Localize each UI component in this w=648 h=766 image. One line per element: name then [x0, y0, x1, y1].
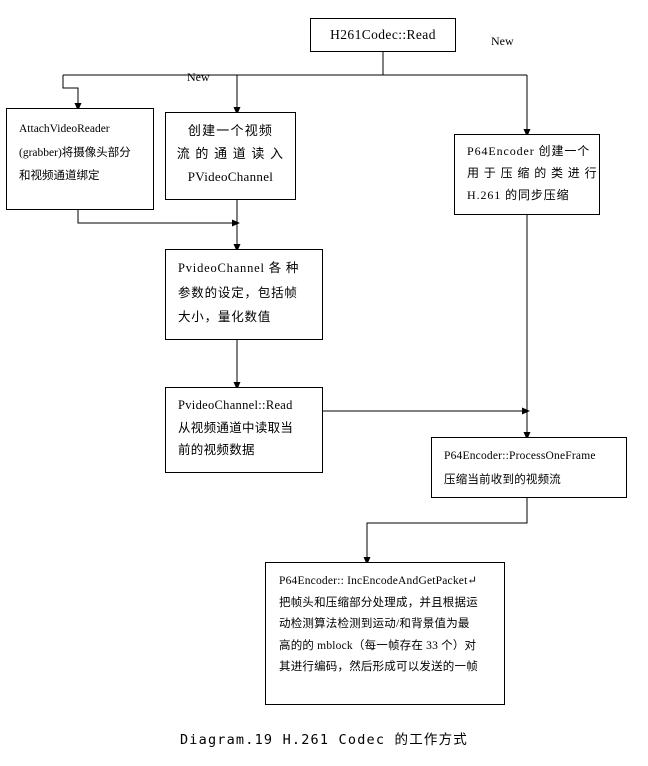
node-process-one-frame[interactable]: P64Encoder::ProcessOneFrame 压缩当前收到的视频流	[431, 437, 627, 498]
node-p64encoder-line-2: H.261 的同步压缩	[467, 188, 570, 202]
node-create-video-stream-line-2: PVideoChannel	[187, 169, 274, 184]
node-p64encoder-line-0: P64Encoder 创建一个	[467, 144, 591, 158]
node-h261codec-read[interactable]: H261Codec::Read	[310, 18, 456, 52]
edge-label-new-left: New	[187, 70, 210, 84]
node-attach-video-reader-line-2: 和视频通道绑定	[19, 170, 100, 182]
node-attach-video-reader-line-0: AttachVideoReader	[19, 123, 110, 135]
node-pvideochannel-params-line-1: 参数的设定，包括帧	[178, 285, 298, 300]
node-inc-encode-and-get-packet[interactable]: P64Encoder:: IncEncodeAndGetPacket↵ 把帧头和…	[265, 562, 505, 705]
node-process-one-frame-line-1: 压缩当前收到的视频流	[444, 473, 561, 486]
node-create-video-stream-line-0: 创建一个视频	[187, 123, 274, 138]
node-inc-encode-and-get-packet-line-0: P64Encoder:: IncEncodeAndGetPacket↵	[279, 575, 478, 587]
edge-process-to-inc	[363, 498, 528, 565]
node-create-video-stream[interactable]: 创建一个视频 流 的 通 道 读 入 PVideoChannel	[165, 112, 296, 200]
node-p64encoder[interactable]: P64Encoder 创建一个 用 于 压 缩 的 类 进 行 H.261 的同…	[454, 134, 600, 215]
node-process-one-frame-line-0: P64Encoder::ProcessOneFrame	[444, 450, 596, 462]
edge-bus-to-attach	[62, 75, 82, 111]
node-pvideochannel-read-line-0: PvideoChannel::Read	[178, 398, 293, 412]
node-inc-encode-and-get-packet-line-3: 高的的 mblock（每一帧存在 33 个）对	[279, 639, 477, 652]
node-create-video-stream-line-1: 流 的 通 道 读 入	[176, 146, 285, 161]
node-p64encoder-line-1: 用 于 压 缩 的 类 进 行	[467, 166, 598, 180]
edge-label-new-right: New	[491, 34, 514, 48]
node-pvideochannel-read-line-1: 从视频通道中读取当	[178, 420, 294, 435]
node-pvideochannel-params[interactable]: PvideoChannel 各 种 参数的设定，包括帧 大小，量化数值	[165, 249, 323, 340]
node-pvideochannel-read[interactable]: PvideoChannel::Read 从视频通道中读取当 前的视频数据	[165, 387, 323, 473]
node-inc-encode-and-get-packet-line-1: 把帧头和压缩部分处理成，并且根据运	[279, 596, 478, 609]
node-attach-video-reader[interactable]: AttachVideoReader (grabber)将摄像头部分 和视频通道绑…	[6, 108, 154, 210]
node-attach-video-reader-line-1: (grabber)将摄像头部分	[19, 146, 131, 159]
node-inc-encode-and-get-packet-line-4: 其进行编码，然后形成可以发送的一帧	[279, 661, 478, 673]
node-pvideochannel-params-line-0: PvideoChannel 各 种	[178, 261, 300, 275]
node-inc-encode-and-get-packet-line-2: 动检测算法检测到运动/和背景值为最	[279, 618, 470, 630]
node-h261codec-read-line-0: H261Codec::Read	[330, 27, 436, 43]
diagram-caption: Diagram.19 H.261 Codec 的工作方式	[179, 732, 469, 748]
node-pvideochannel-read-line-2: 前的视频数据	[178, 443, 255, 457]
node-pvideochannel-params-line-2: 大小，量化数值	[178, 310, 272, 324]
edge-attach-to-spine	[77, 210, 240, 227]
